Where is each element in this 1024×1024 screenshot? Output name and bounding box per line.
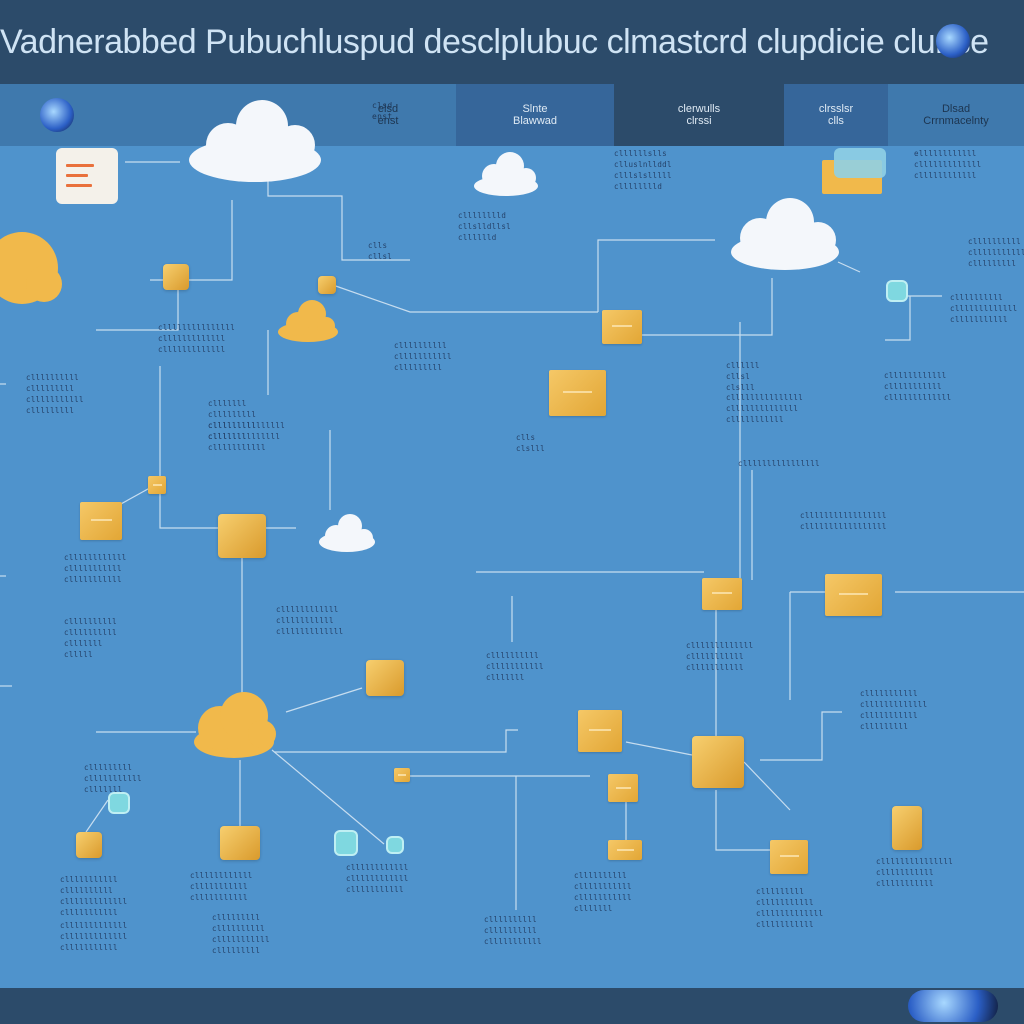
- node-cube[interactable]: [892, 806, 922, 850]
- diagram-note: clls clslll: [516, 433, 545, 453]
- node-box[interactable]: [608, 840, 642, 860]
- diagram-note: clllllll clllllllll clllllllll clllllll: [208, 399, 257, 441]
- node-cube[interactable]: [692, 736, 744, 788]
- globe-icon: [40, 98, 74, 132]
- diagram-note: clllllllll clllllllllll clllllll: [84, 763, 142, 794]
- folder-icon: [822, 148, 886, 194]
- cloud-icon-yellow: [278, 300, 338, 342]
- cloud-icon-yellow: [194, 692, 276, 758]
- node-cube[interactable]: [76, 832, 102, 858]
- tab-label: elsd enst: [377, 103, 399, 127]
- diagram-note: cllllllllll cllllllllll clllllllllll: [484, 915, 542, 946]
- node-box[interactable]: [394, 768, 410, 782]
- node-teal[interactable]: [110, 794, 128, 812]
- diagram-title: Vadnerabbed Pubuchluspud desclplubuc clm…: [0, 23, 989, 61]
- tab-3[interactable]: clerwulls clrssi: [614, 84, 784, 146]
- node-cube[interactable]: [318, 276, 336, 294]
- tab-4[interactable]: clrsslsr clls: [784, 84, 888, 146]
- node-cube[interactable]: [366, 660, 404, 696]
- diagram-note: cllllllllllllllll: [738, 459, 820, 468]
- tab-label: Dlsad Crrnmacelnty: [923, 103, 989, 127]
- diagram-note: clllllllll cllllllllll clllllllllll clll…: [212, 913, 270, 955]
- node-cube[interactable]: [163, 264, 189, 290]
- node-box[interactable]: [825, 574, 882, 616]
- diagram-note: clllllllll clllllllllll clllllllllllll c…: [756, 887, 824, 929]
- tab-label: clrsslsr clls: [818, 103, 854, 127]
- diagram-note: cllllllllllll clllllllllll cllllllllllll…: [276, 605, 344, 636]
- node-box[interactable]: [770, 840, 808, 874]
- diagram-note: cllllllllllll clllllllllll clllllllllll: [64, 553, 127, 584]
- diagram-note: clllllllllll clllllllllllll clllllllllll…: [860, 689, 928, 731]
- globe-icon: [936, 24, 970, 58]
- footer-bar: [0, 988, 1024, 1024]
- diagram-note: cllllllllllll cllllllllllll clllllllllll: [346, 863, 409, 894]
- node-teal[interactable]: [888, 282, 906, 300]
- tab-2[interactable]: Slnte Blawwad: [456, 84, 614, 146]
- document-icon: [56, 148, 118, 204]
- tab-bar: elsd enst Slnte Blawwad clerwulls clrssi…: [0, 84, 1024, 146]
- node-box[interactable]: [578, 710, 622, 752]
- diagram-note: clllllllllll cllllllllll clllllllllllll …: [60, 875, 128, 917]
- node-teal[interactable]: [388, 838, 402, 852]
- tab-label: clerwulls clrssi: [677, 103, 721, 127]
- diagram-note: clls cllsl: [368, 241, 393, 261]
- tab-5[interactable]: Dlsad Crrnmacelnty: [888, 84, 1024, 146]
- diagram-note: clllllllllllllll cllllllllllllll cllllll…: [726, 393, 804, 424]
- diagram-note: cllllllslls clluslnllddl clllslslllll cl…: [614, 149, 672, 191]
- tab-label: Slnte Blawwad: [512, 103, 558, 127]
- diagram-note: clllllllllllllll clllllllllllll clllllll…: [158, 323, 236, 354]
- diagram-note: cllllllllll clllllllllll clllllllllll cl…: [574, 871, 632, 913]
- node-cube[interactable]: [218, 514, 266, 558]
- diagram-note: cllllllllll clllllllllllll clllllllllll: [950, 293, 1018, 324]
- node-teal[interactable]: [336, 832, 356, 854]
- diagram-note: clllllllld cllslldllsl clllllld: [458, 211, 511, 242]
- diagram-note: clllllllllllll clllllllllll clllllllllll: [686, 641, 754, 672]
- diagram-note: cllllllllllll clllllllllll cllllllllllll…: [884, 371, 952, 402]
- diagram-note: cllllll cllsl clslll: [726, 361, 760, 392]
- node-box[interactable]: [702, 578, 742, 610]
- diagram-note: ellllllllllll clllllllllllll cllllllllll…: [914, 149, 982, 180]
- cloud-icon: [319, 514, 375, 552]
- cloud-icon: [189, 100, 321, 182]
- globe-icon: [908, 990, 998, 1022]
- diagram-note: clsd enst: [372, 101, 393, 121]
- diagram-note: cllllllllll clllllllll clllllllllll clll…: [26, 373, 84, 415]
- diagram-note: cllllllllll clllllllllll clllllllll: [394, 341, 452, 372]
- cloud-icon-yellow: [0, 232, 62, 304]
- node-box[interactable]: [549, 370, 606, 416]
- diagram-note: clllllllllllllllll clllllllllllllllll: [800, 511, 887, 531]
- cloud-icon: [731, 198, 839, 270]
- tab-1[interactable]: elsd enst: [340, 84, 436, 146]
- node-box[interactable]: [602, 310, 642, 344]
- title-bar: Vadnerabbed Pubuchluspud desclplubuc clm…: [0, 0, 1024, 84]
- node-box[interactable]: [80, 502, 122, 540]
- diagram-note: clllllllllllll clllllllllllll clllllllll…: [60, 921, 128, 952]
- cloud-icon: [474, 152, 538, 196]
- node-box[interactable]: [608, 774, 638, 802]
- diagram-note: clllllllllllllll clllllllllll clllllllll…: [876, 857, 954, 888]
- diagram-note: cllllllllll cllllllllll clllllll clllll: [64, 617, 117, 659]
- diagram-note: cllllllllll clllllllllll clllllllll: [968, 237, 1024, 268]
- diagram-note: cllllllllll clllllllllll clllllll: [486, 651, 544, 682]
- cloud-shapes: [189, 100, 839, 552]
- cloud-shapes-yellow: [0, 232, 338, 758]
- diagram-note: cllllllllllll clllllllllll clllllllllll: [190, 871, 253, 902]
- node-box[interactable]: [148, 476, 166, 494]
- diagram-note: clllllllllllllll cllllllllllllll cllllll…: [208, 421, 286, 452]
- node-cube[interactable]: [220, 826, 260, 860]
